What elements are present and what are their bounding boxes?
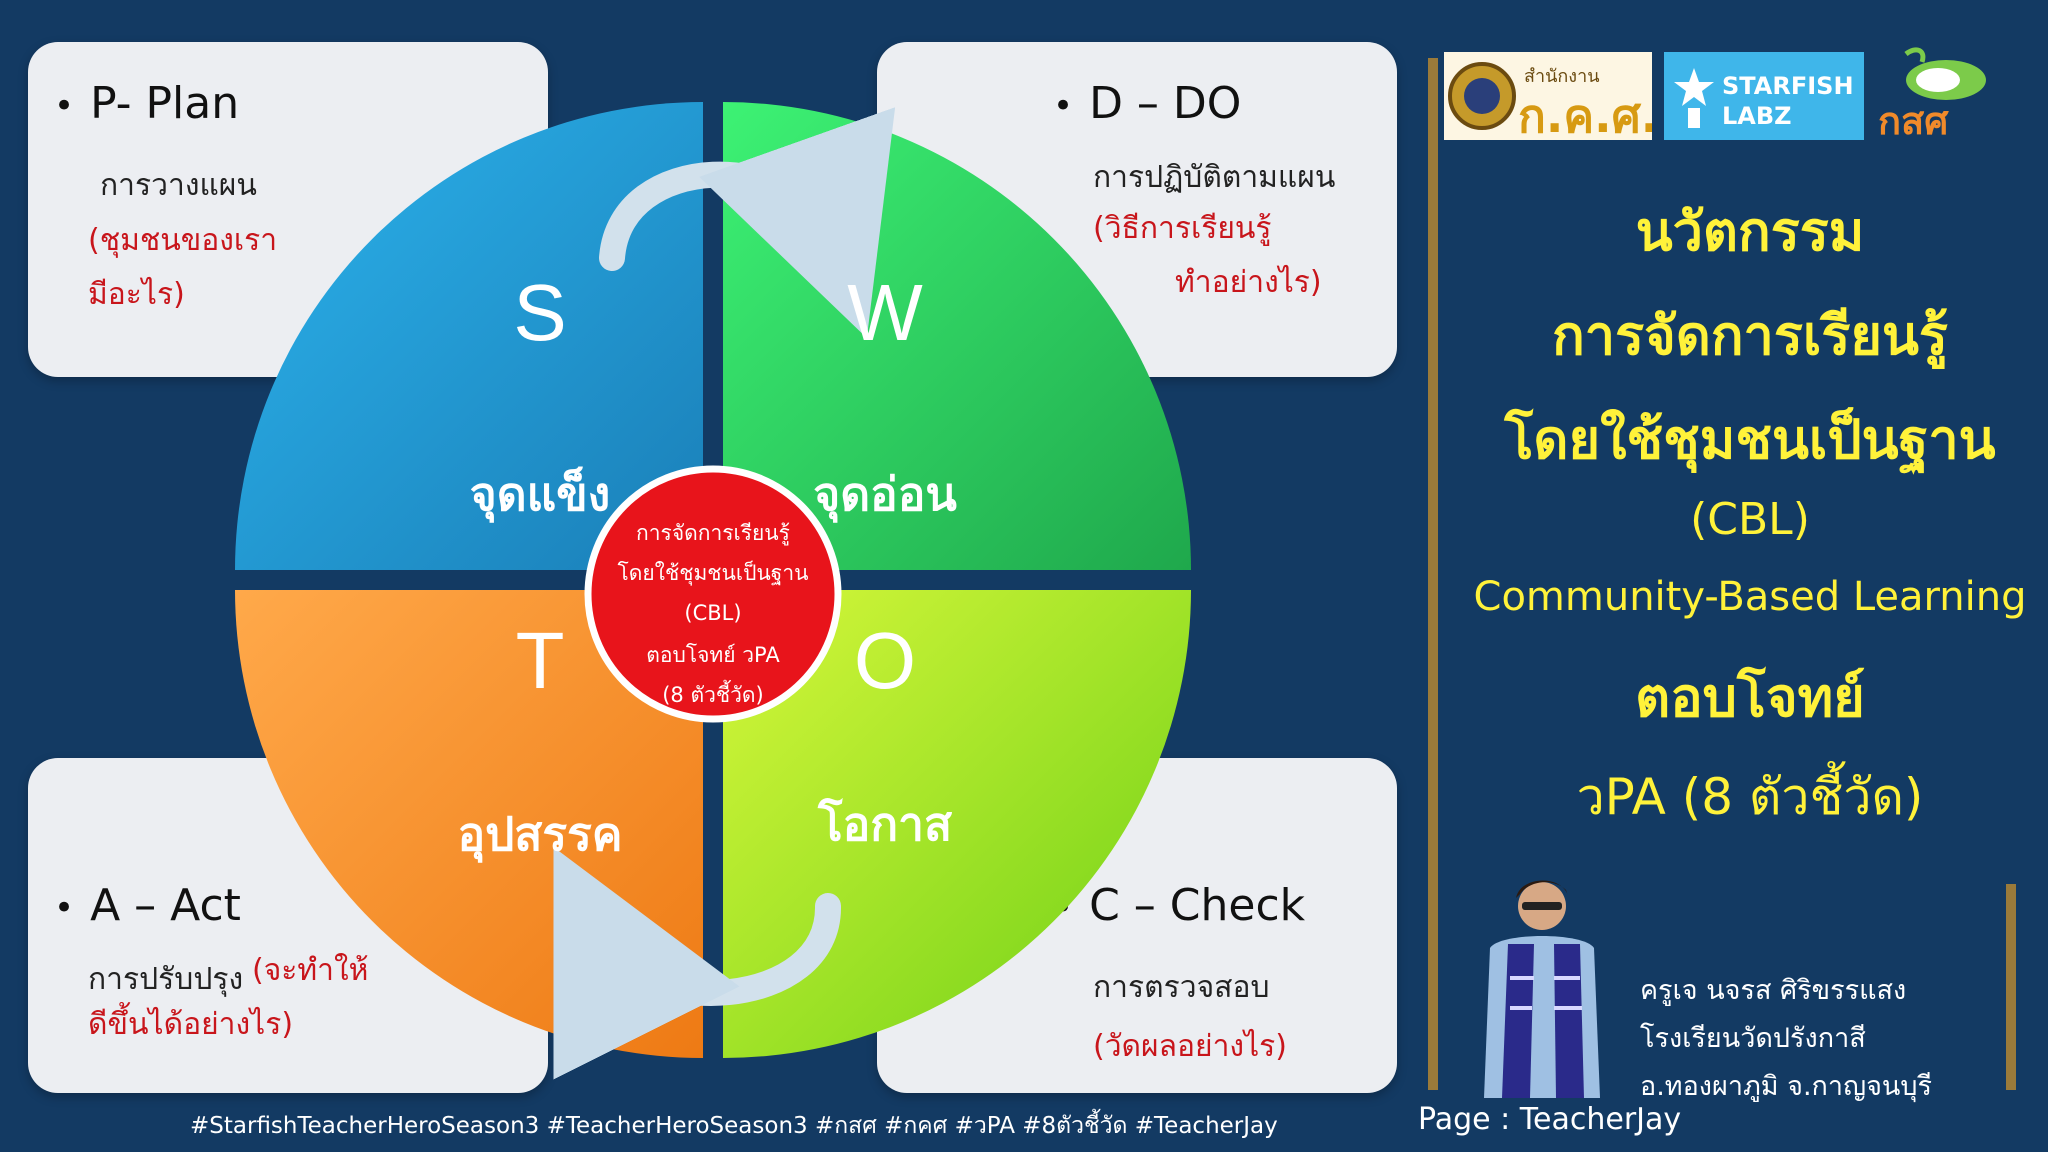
plan-question-2: มีอะไร): [88, 277, 185, 312]
arrow-top-icon: [599, 107, 895, 338]
do-question-1: (วิธีการเรียนรู้: [1093, 211, 1272, 246]
quadrant-s: [235, 102, 703, 570]
title-line-6: ตอบโจทย์: [1635, 666, 1865, 729]
title-line-2: การจัดการเรียนรู้: [1552, 304, 1948, 367]
plan-question-1: (ชุมชนของเรา: [88, 223, 278, 258]
swot-label-o: โอกาส: [817, 797, 953, 851]
swot-label-s: จุดแข็ง: [470, 466, 610, 523]
okps-logo: สำนักงาน ก.ค.ศ.: [1444, 52, 1652, 140]
credit-school: โรงเรียนวัดปรังกาสี: [1640, 1023, 1866, 1054]
center-line-1: การจัดการเรียนรู้: [636, 521, 790, 546]
ksks-logo: กสศ: [1878, 47, 1986, 142]
act-question-1: (จะทำให้: [252, 953, 369, 988]
center-line-2: โดยใช้ชุมชนเป็นฐาน: [617, 559, 808, 586]
act-subtitle: การปรับปรุง: [88, 962, 244, 997]
title-line-1: นวัตกรรม: [1635, 200, 1865, 263]
check-question: (วัดผลอย่างไร): [1093, 1029, 1287, 1064]
do-question-2: ทำอย่างไร): [1175, 265, 1322, 300]
title-line-5: Community-Based Learning: [1473, 574, 2027, 620]
divider-bar-right: [2006, 884, 2016, 1090]
svg-text:ก.ค.ศ.: ก.ค.ศ.: [1518, 89, 1652, 140]
do-subtitle: การปฏิบัติตามแผน: [1093, 160, 1336, 195]
swot-letter-t: T: [516, 616, 565, 705]
svg-text:กสศ: กสศ: [1878, 99, 1949, 142]
swot-letter-o: O: [854, 616, 916, 705]
svg-text:STARFISH: STARFISH: [1722, 72, 1854, 100]
act-question-2: ดีขึ้นได้อย่างไร): [88, 1007, 294, 1042]
arrow-bottom-icon: [553, 847, 842, 1080]
center-line-5: (8 ตัวชี้วัด): [662, 680, 764, 707]
center-line-3: (CBL): [684, 601, 741, 625]
starfish-labz-logo: STARFISH LABZ: [1664, 52, 1864, 140]
do-title: •D – DO: [1053, 78, 1242, 129]
swot-label-t: อุปสรรค: [457, 807, 622, 863]
svg-text:สำนักงาน: สำนักงาน: [1524, 66, 1600, 87]
title-line-3: โดยใช้ชุมชนเป็นฐาน: [1504, 408, 1996, 471]
hashtags: #StarfishTeacherHeroSeason3 #TeacherHero…: [190, 1113, 1278, 1139]
quadrant-o: [723, 590, 1191, 1058]
center-circle: [584, 465, 842, 723]
swot-letter-s: S: [513, 268, 566, 357]
plan-subtitle: การวางแผน: [100, 168, 257, 203]
act-title: •A – Act: [54, 880, 241, 931]
plan-title: •P- Plan: [54, 78, 240, 129]
page-credit: Page : TeacherJay: [1418, 1102, 1682, 1137]
teacher-photo: [1450, 868, 1620, 1098]
title-line-4: (CBL): [1690, 494, 1810, 545]
divider-bar-left: [1428, 58, 1438, 1090]
center-line-4: ตอบโจทย์ วPA: [646, 643, 780, 667]
title-line-7: วPA (8 ตัวชี้วัด): [1576, 768, 1924, 826]
check-subtitle: การตรวจสอบ: [1093, 970, 1270, 1005]
svg-text:LABZ: LABZ: [1722, 102, 1792, 130]
swot-letter-w: W: [847, 268, 923, 357]
swot-label-w: จุดอ่อน: [813, 467, 957, 523]
credit-location: อ.ทองผาภูมิ จ.กาญจนบุรี: [1640, 1071, 1932, 1102]
credit-name: ครูเจ นจรส ศิริขรรแสง: [1640, 975, 1907, 1006]
